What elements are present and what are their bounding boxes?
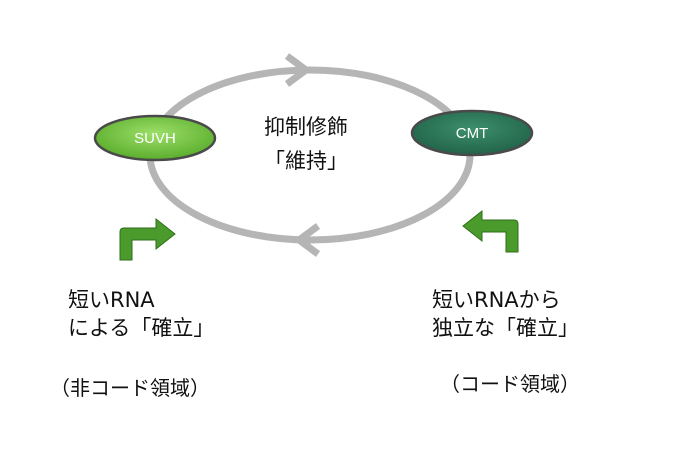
center-text-line2: 「維持」 — [264, 149, 348, 173]
cycle-direction-chevron-bottom — [293, 223, 321, 257]
left-bent-arrow-icon — [119, 217, 176, 261]
left-label-line1: 短いRNA — [68, 288, 155, 312]
suvh-node — [93, 114, 217, 162]
cmt-node-label: CMT — [456, 125, 489, 142]
left-label-line2: による「確立」 — [68, 316, 215, 340]
right-bent-arrow-icon — [462, 209, 519, 253]
right-label-block: 短いRNAから 独立な「確立」 — [432, 286, 579, 342]
cycle-direction-chevron-top — [284, 53, 312, 87]
cmt-node — [410, 109, 534, 157]
right-label-line1: 短いRNAから — [432, 288, 561, 312]
suvh-node-label: SUVH — [134, 130, 176, 147]
right-label-line2: 独立な「確立」 — [432, 316, 579, 340]
left-region-note: （非コード領域） — [50, 376, 210, 400]
left-label-block: 短いRNA による「確立」 — [68, 286, 214, 342]
center-text-line1: 抑制修飾 — [264, 115, 348, 139]
right-region-note: （コード領域） — [440, 372, 580, 396]
